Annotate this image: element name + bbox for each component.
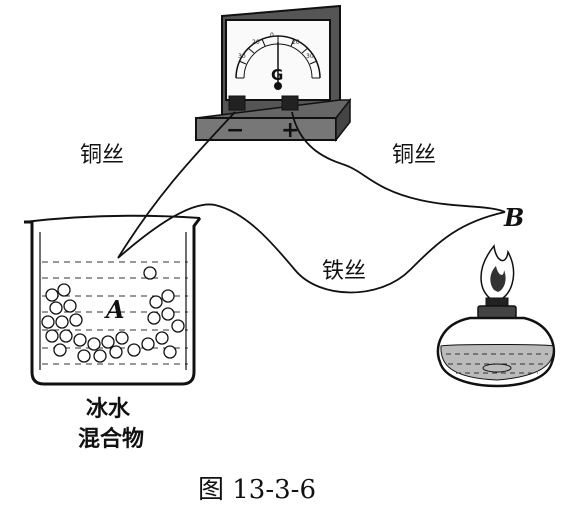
copper-wire-left-label: 铜丝 [80,143,124,168]
terminal-plus: + [281,118,299,143]
svg-text:20: 20 [252,39,260,46]
beaker-label-line1: 冰水 [86,397,131,422]
svg-text:0: 0 [270,32,274,39]
copper-wire-right [291,111,506,213]
svg-text:20: 20 [292,39,300,46]
copper-wire-left [117,111,236,259]
copper-wire-right-label: 铜丝 [392,143,436,168]
galvanometer-symbol: G [271,66,283,84]
iron-wire-label: 铁丝 [322,259,366,284]
figure-caption: 图 13-3-6 [198,475,316,505]
junction-a-label: A [104,295,125,324]
junction-b-label: B [503,203,524,232]
svg-text:30: 30 [238,53,246,60]
beaker-label-line2: 混合物 [78,426,144,452]
iron-wire [117,203,506,294]
svg-text:30: 30 [306,53,314,60]
beaker [23,214,202,386]
alcohol-lamp [436,244,556,388]
galvanometer: 30 20 0 20 30 G − + [195,4,352,143]
terminal-minus: − [226,118,244,143]
